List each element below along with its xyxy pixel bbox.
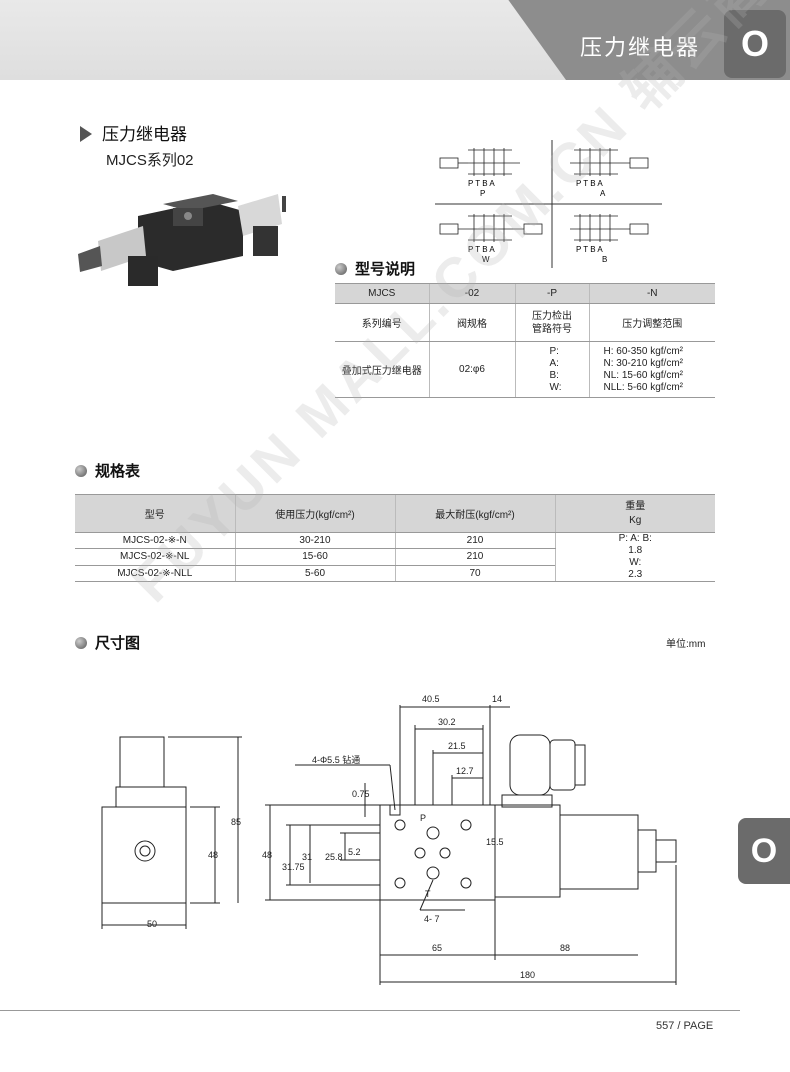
range-item: N: 30-210 kgf/cm² [603, 357, 683, 369]
sym-label-b: B [602, 255, 607, 264]
type-cell: 阀规格 [428, 303, 515, 342]
type-table: MJCS -02 -P -N 系列编号 阀规格 压力检出 管路符号 压力调整范围… [335, 283, 715, 398]
range-item: NL: 15-60 kgf/cm² [603, 369, 683, 381]
type-header-cell: -02 [428, 283, 515, 304]
range-item: NLL: 5-60 kgf/cm² [603, 381, 683, 393]
footer-rule [0, 1010, 740, 1011]
spec-cell: 15-60 [234, 548, 395, 566]
spec-header-cell: 使用压力(kgf/cm²) [234, 494, 395, 533]
dim-14: 14 [492, 694, 502, 704]
dim-21-5: 21.5 [448, 741, 466, 751]
spec-cell: 210 [394, 548, 555, 566]
dim-0-75: 0.75 [352, 789, 370, 799]
product-photo [78, 194, 286, 286]
bullet-icon [75, 465, 87, 477]
spec-cell: MJCS-02-※-NLL [75, 565, 235, 583]
port-item: A: [549, 357, 559, 369]
type-cell-ports: P: A: B: W: [514, 341, 589, 398]
spec-section-title: 规格表 [75, 460, 140, 481]
spec-table: 型号 使用压力(kgf/cm²) 最大耐压(kgf/cm²) 重量 Kg MJC… [75, 494, 715, 583]
sym-label-w: W [482, 255, 490, 264]
type-section-title: 型号说明 [335, 258, 415, 279]
sym-ports-4: P T B A [576, 245, 603, 254]
dim-15-5: 15.5 [486, 837, 504, 847]
port-item: P: [549, 345, 559, 357]
dim-5-2: 5.2 [348, 847, 361, 857]
dim-40-5: 40.5 [422, 694, 440, 704]
dim-port-t: T [425, 889, 431, 899]
page-number: 557 / PAGE [656, 1020, 714, 1032]
dim-12-7: 12.7 [456, 766, 474, 776]
sym-ports-3: P T B A [468, 245, 495, 254]
spec-cell: 70 [394, 565, 555, 583]
dim-port-p: P [420, 813, 426, 823]
sym-label-p: P [480, 189, 485, 198]
type-header-cell: MJCS [335, 283, 429, 304]
dim-65: 65 [432, 943, 442, 953]
type-cell: 系列编号 [335, 303, 429, 342]
spec-cell: MJCS-02-※-N [75, 532, 235, 550]
product-title-text: 压力继电器 [102, 125, 187, 144]
type-header-cell: -N [588, 283, 715, 304]
bullet-icon [335, 263, 347, 275]
dim-31: 31 [302, 852, 312, 862]
sym-label-a: A [600, 189, 606, 198]
product-title: 压力继电器 [80, 120, 187, 145]
header-section-tab[interactable]: O [724, 10, 786, 78]
side-section-tab[interactable]: O [738, 818, 790, 884]
dim-30-2: 30.2 [438, 717, 456, 727]
dim-50: 50 [147, 919, 157, 929]
type-cell: 压力检出 管路符号 [514, 303, 589, 342]
dim-88: 88 [560, 943, 570, 953]
dim-180: 180 [520, 970, 535, 980]
type-cell-ranges: H: 60-350 kgf/cm² N: 30-210 kgf/cm² NL: … [588, 341, 715, 398]
type-section-title-text: 型号说明 [355, 261, 416, 278]
spec-header-cell: 最大耐压(kgf/cm²) [394, 494, 555, 533]
dimension-section-title-text: 尺寸图 [95, 635, 141, 652]
unit-label: 单位:mm [666, 639, 706, 650]
dim-hole-note: 4-Φ5.5 钻通 [312, 754, 360, 765]
spec-table-row: MJCS-02-※-N 30-210 210 P: A: B: 1.8 W: 2… [75, 532, 715, 582]
spec-weight-cell: P: A: B: 1.8 W: 2.3 [554, 532, 715, 582]
spec-cell: 30-210 [234, 532, 395, 550]
sym-ports-2: P T B A [576, 179, 603, 188]
sym-ports-1: P T B A [468, 179, 495, 188]
circuit-symbols: P T B A P P T B A A P T B A W P T B A B [435, 140, 662, 268]
weight-line: P: A: B: [618, 533, 652, 544]
weight-line: 2.3 [628, 569, 643, 580]
range-item: H: 60-350 kgf/cm² [603, 345, 683, 357]
type-header-cell: -P [514, 283, 589, 304]
dim-hole2: 4- 7 [424, 914, 440, 924]
type-cell: 02:φ6 [428, 341, 515, 398]
type-cell: 叠加式压力继电器 [335, 341, 429, 398]
spec-section-title-text: 规格表 [95, 463, 141, 480]
port-item: W: [549, 381, 562, 393]
product-subtitle: MJCS系列02 [106, 152, 194, 169]
type-cell: 压力调整范围 [588, 303, 715, 342]
spec-table-header: 型号 使用压力(kgf/cm²) 最大耐压(kgf/cm²) 重量 Kg [75, 494, 715, 533]
spec-header-cell: 重量 Kg [554, 494, 715, 533]
dim-85: 85 [231, 817, 241, 827]
play-arrow-icon [80, 126, 92, 142]
bullet-icon [75, 637, 87, 649]
header-title: 压力继电器 [580, 35, 701, 60]
type-table-row: 系列编号 阀规格 压力检出 管路符号 压力调整范围 [335, 303, 715, 342]
dim-31-75: 31.75 [282, 862, 305, 872]
dimension-drawing: 50 48 85 48 31.75 31 25.8 5.2 0.75 40.5 … [101, 694, 677, 985]
dim-25-8: 25.8 [325, 852, 343, 862]
dim-48a: 48 [208, 850, 218, 860]
spec-cell: 5-60 [234, 565, 395, 583]
port-item: B: [549, 369, 559, 381]
spec-table-row: MJCS-02-※-NL 15-60 210 [75, 548, 715, 566]
type-table-header: MJCS -02 -P -N [335, 283, 715, 304]
spec-table-row: MJCS-02-※-NLL 5-60 70 [75, 565, 715, 583]
spec-header-cell: 型号 [75, 494, 235, 533]
type-table-row: 叠加式压力继电器 02:φ6 P: A: B: W: H: 60-350 kgf… [335, 341, 715, 398]
spec-cell: 210 [394, 532, 555, 550]
dim-48b: 48 [262, 850, 272, 860]
weight-line: 1.8 [628, 545, 643, 556]
weight-line: W: [629, 557, 642, 568]
dimension-section-title: 尺寸图 [75, 632, 140, 653]
spec-cell: MJCS-02-※-NL [75, 548, 235, 566]
